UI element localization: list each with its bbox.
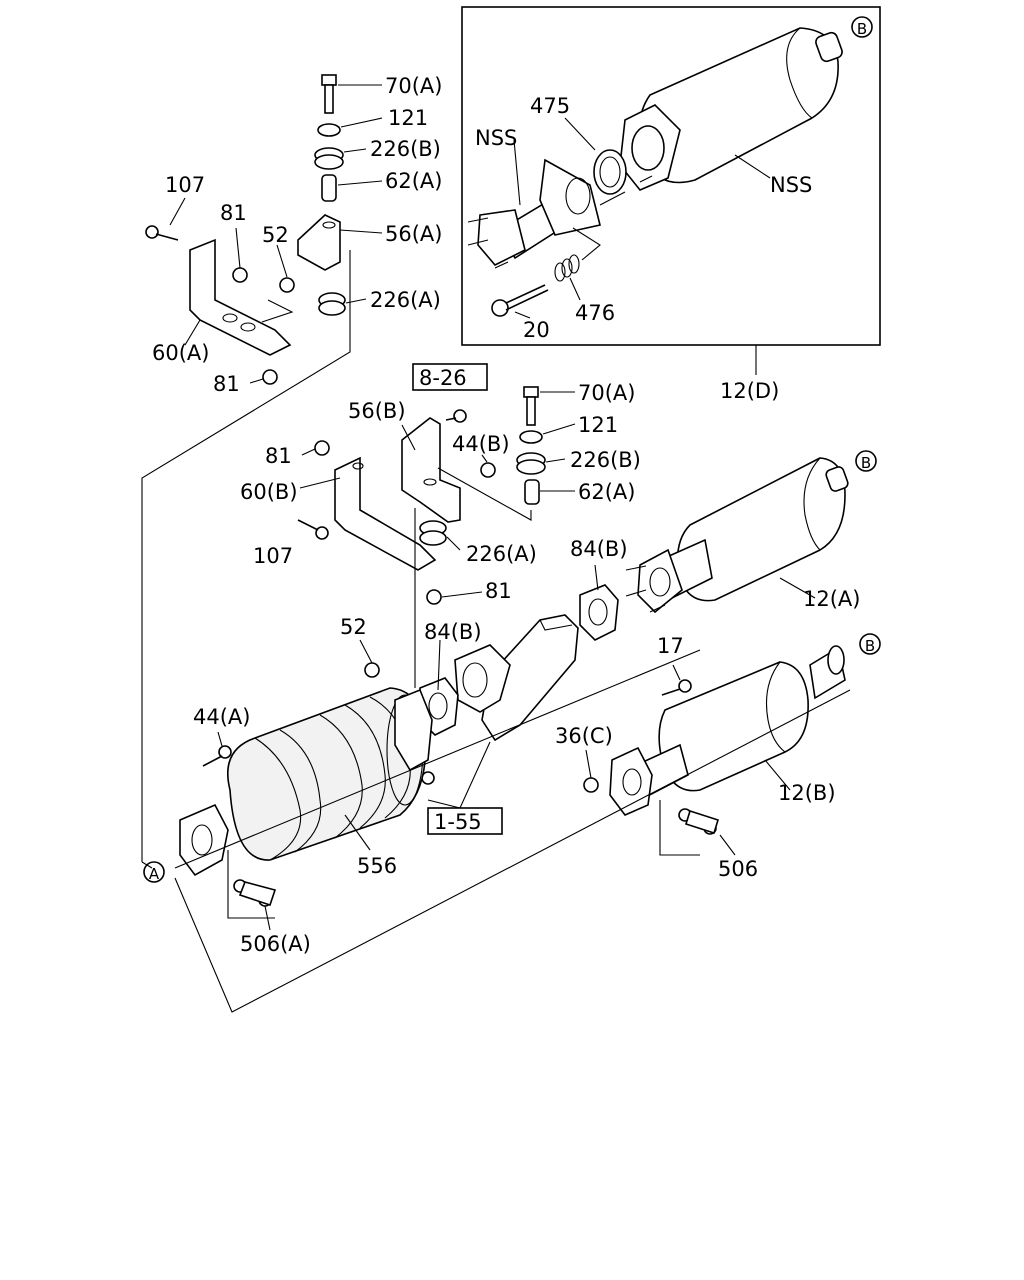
label-56a: 56(A) <box>385 222 442 246</box>
label-121-mid: 121 <box>578 413 618 437</box>
bracket-506a <box>233 879 277 907</box>
circle-b1-text: B <box>857 20 867 38</box>
bolt-107-top <box>145 225 179 241</box>
converter-556 <box>179 687 433 877</box>
spring-476 <box>554 254 580 282</box>
label-56b: 56(B) <box>348 399 406 423</box>
collar-62a-mid <box>524 479 540 505</box>
label-107-mid: 107 <box>253 544 293 568</box>
label-52-mid: 52 <box>340 615 367 639</box>
bolt-70a-top <box>321 74 337 114</box>
nut-81-top <box>232 267 248 283</box>
bushing-226b-mid <box>516 452 546 475</box>
label-506a: 506(A) <box>240 932 311 956</box>
label-475: 475 <box>530 94 570 118</box>
washer-121-top <box>317 123 341 137</box>
bracket-56a <box>297 214 341 271</box>
nut-81-mid2 <box>426 589 442 605</box>
cushion-226a-top <box>318 292 346 316</box>
label-52-top: 52 <box>262 223 289 247</box>
bolt-8-26 <box>445 409 467 423</box>
leader-lines <box>169 84 816 931</box>
label-1-55: 1-55 <box>434 810 482 834</box>
label-226b-mid: 226(B) <box>570 448 641 472</box>
label-12b: 12(B) <box>778 781 836 805</box>
collar-62a-top <box>321 174 337 202</box>
label-44b: 44(B) <box>452 432 510 456</box>
circle-marker-a: A <box>143 861 165 883</box>
washer-121-mid <box>519 430 543 444</box>
nut-81-mid <box>314 440 330 456</box>
gasket-475 <box>593 149 627 195</box>
nut-36c <box>583 777 599 793</box>
muffler-12b <box>609 645 846 816</box>
bushing-226b-top <box>314 147 344 170</box>
circle-b3-text: B <box>865 637 875 655</box>
label-84b-left: 84(B) <box>424 620 482 644</box>
bolt-107-mid <box>297 519 329 540</box>
label-12d: 12(D) <box>720 379 779 403</box>
bracket-56b <box>401 417 461 523</box>
circle-marker-b3: B <box>859 633 881 655</box>
nut-81-lower <box>262 369 278 385</box>
gasket-84b-right <box>579 584 619 641</box>
nut-52-mid <box>364 662 380 678</box>
cushion-226a-mid <box>419 520 447 546</box>
bolt-70a-mid <box>523 386 539 426</box>
bracket-60a <box>189 238 292 356</box>
label-nss-left: NSS <box>475 126 517 150</box>
bolt-44a <box>202 745 232 767</box>
label-84b-right: 84(B) <box>570 537 628 561</box>
label-107-top: 107 <box>165 173 205 197</box>
label-60a: 60(A) <box>152 341 209 365</box>
ref-box-8-26 <box>412 363 488 391</box>
circle-a-text: A <box>149 865 160 883</box>
circle-marker-b1: B <box>851 16 873 38</box>
label-44a: 44(A) <box>193 705 250 729</box>
label-70a-top: 70(A) <box>385 74 442 98</box>
label-60b: 60(B) <box>240 480 298 504</box>
nut-44b <box>480 462 496 478</box>
label-506: 506 <box>718 857 758 881</box>
label-556: 556 <box>357 854 397 878</box>
label-12a: 12(A) <box>803 587 860 611</box>
muffler-12a <box>625 457 849 614</box>
label-8-26: 8-26 <box>419 366 467 390</box>
bracket-60b <box>334 456 437 571</box>
label-226a-top: 226(A) <box>370 288 441 312</box>
bracket-506 <box>678 808 719 835</box>
elbow-pipe <box>454 614 579 742</box>
bolt-20 <box>491 284 549 317</box>
label-226a-mid: 226(A) <box>466 542 537 566</box>
bolt-17 <box>661 679 692 696</box>
muffler-nss-inset <box>619 27 843 191</box>
label-62a-top: 62(A) <box>385 169 442 193</box>
label-20: 20 <box>523 318 550 342</box>
label-226b-top: 226(B) <box>370 137 441 161</box>
pipe-nss-inset <box>467 158 601 269</box>
label-81-mid2: 81 <box>485 579 512 603</box>
label-476: 476 <box>575 301 615 325</box>
ref-box-1-55 <box>427 807 503 835</box>
label-17: 17 <box>657 634 684 658</box>
label-121-top: 121 <box>388 106 428 130</box>
label-81-mid: 81 <box>265 444 292 468</box>
label-81-lower: 81 <box>213 372 240 396</box>
nut-52-top <box>279 277 295 293</box>
label-70a-mid: 70(A) <box>578 381 635 405</box>
label-nss-right: NSS <box>770 173 812 197</box>
label-36c: 36(C) <box>555 724 613 748</box>
inset-frame <box>461 6 881 346</box>
circle-b2-text: B <box>861 454 871 472</box>
circle-marker-b2: B <box>855 450 877 472</box>
label-62a-mid: 62(A) <box>578 480 635 504</box>
label-81-top: 81 <box>220 201 247 225</box>
